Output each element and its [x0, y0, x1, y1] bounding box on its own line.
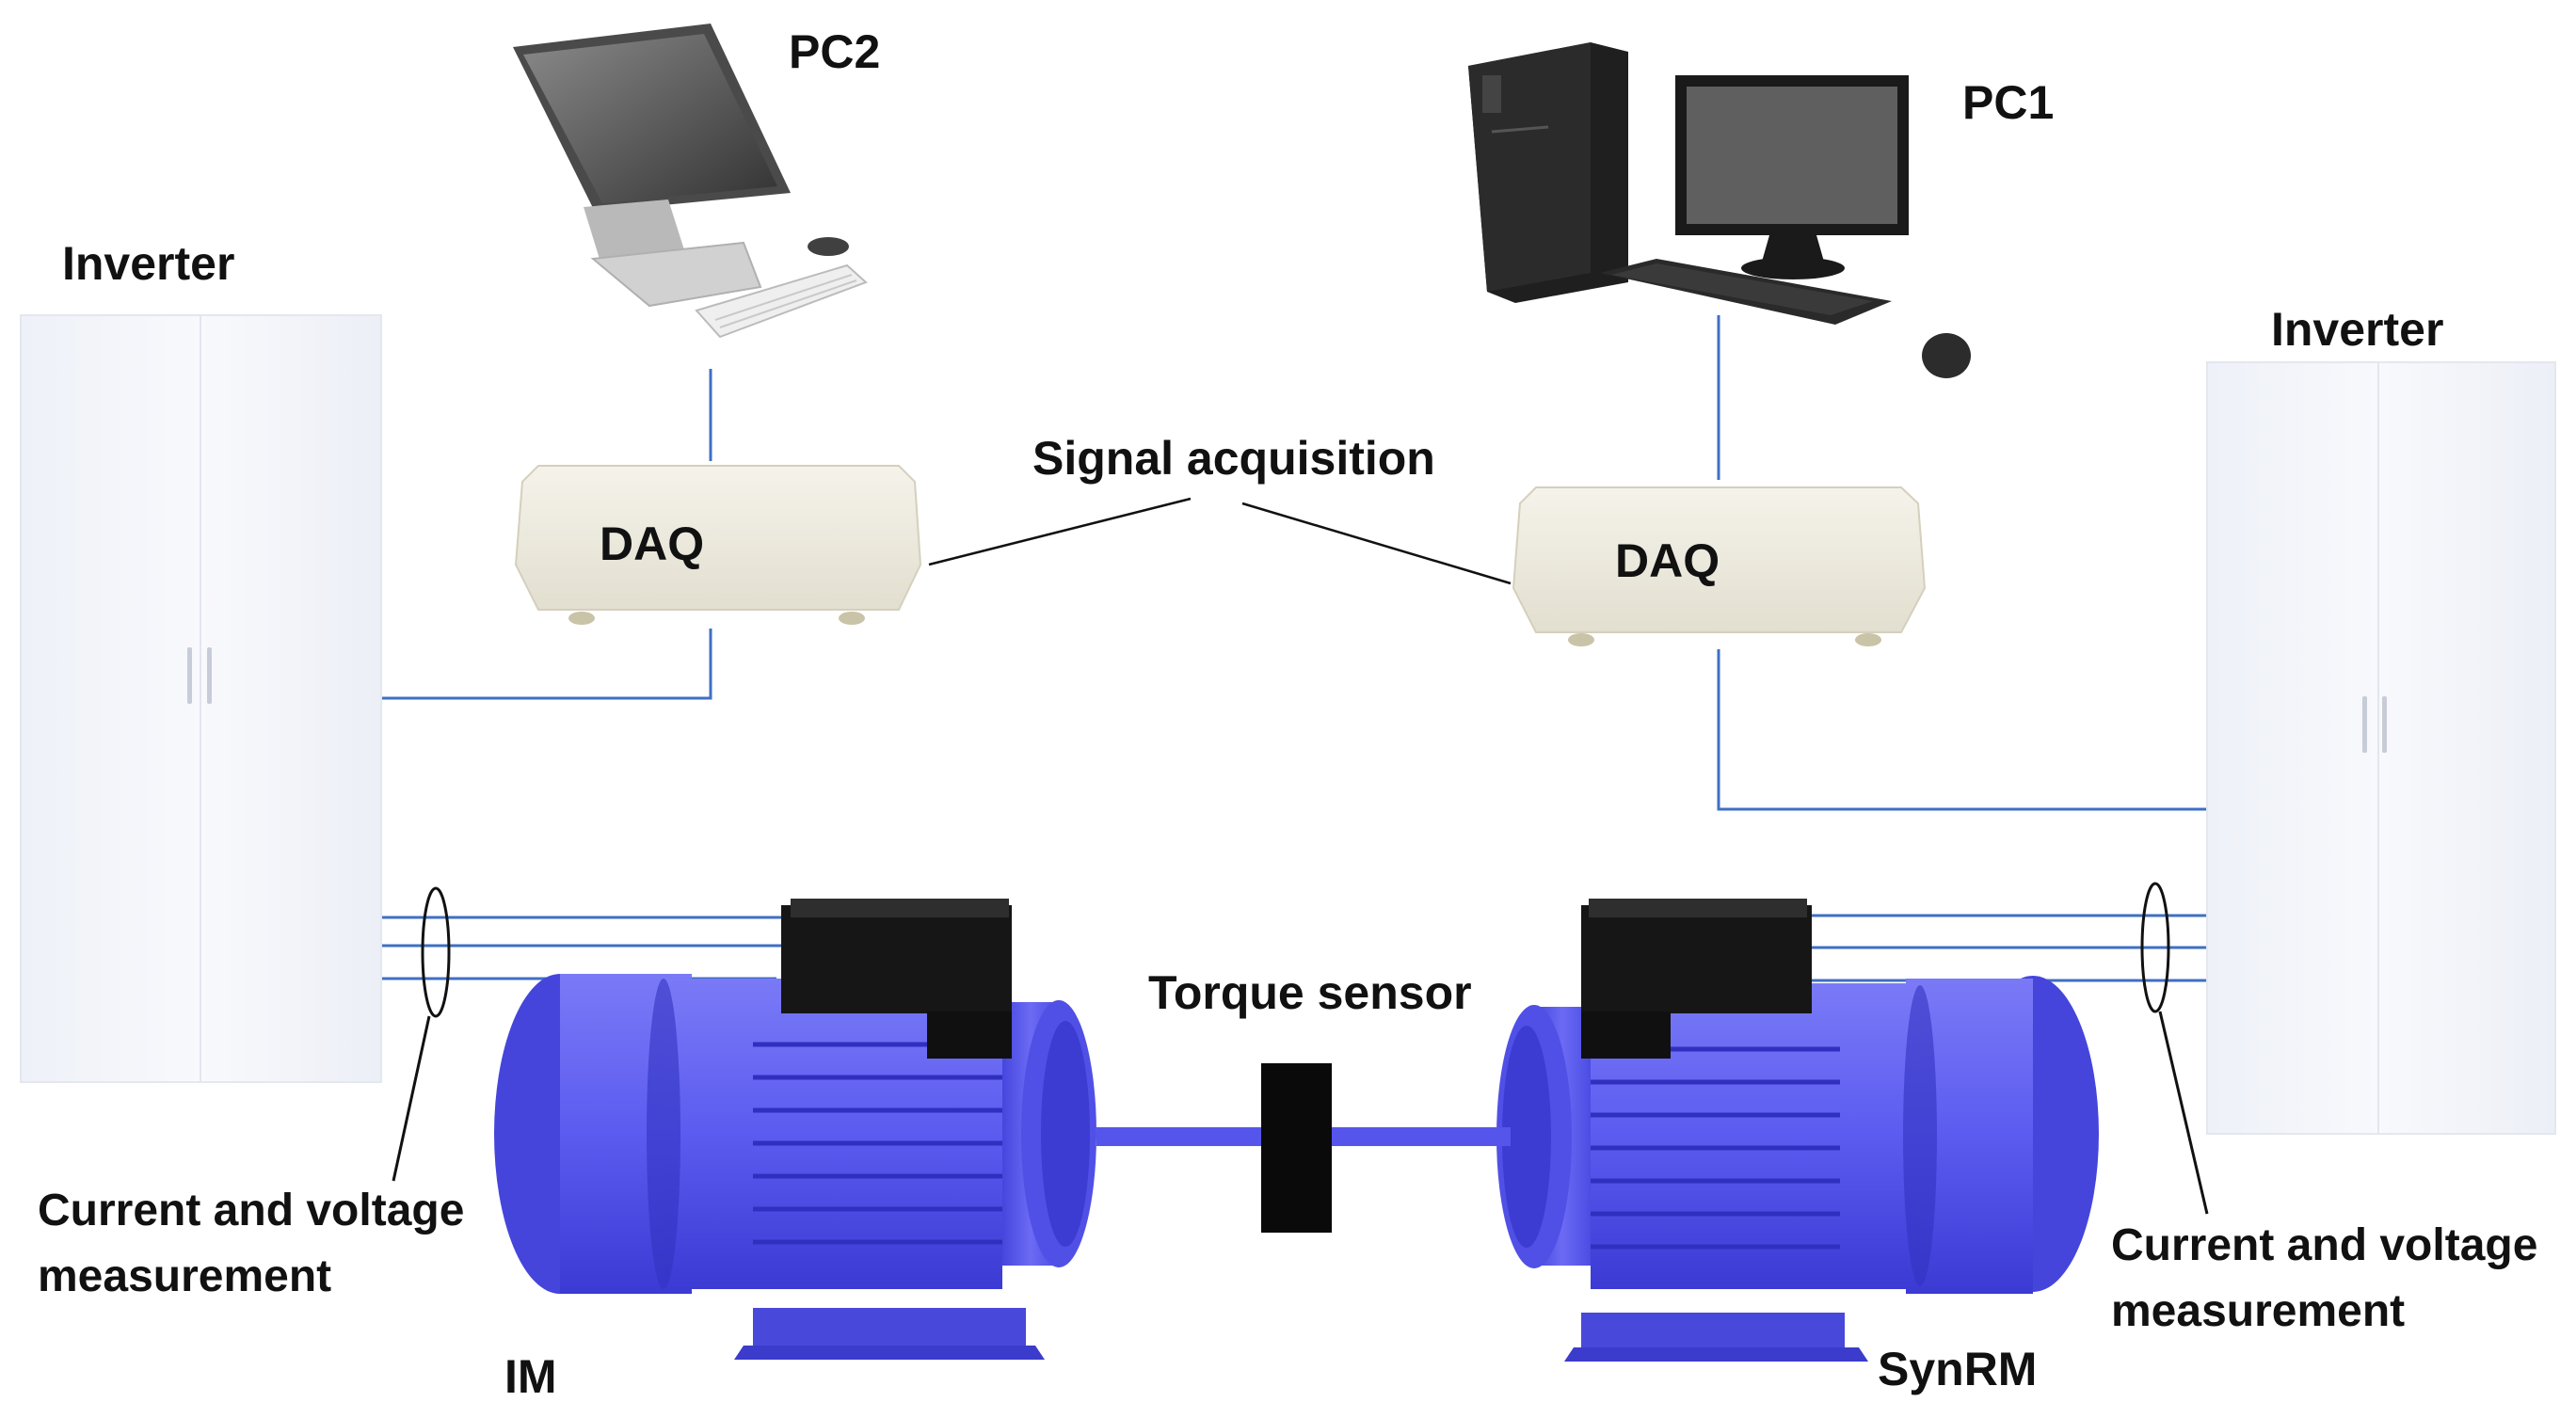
signal-acquisition-leaders: [928, 497, 1512, 585]
current-clamp-right: [2140, 882, 2209, 1215]
mouse-icon: [1922, 333, 1971, 378]
all-in-one-pc-icon: [513, 24, 868, 339]
measurement-left-line1: Current and voltage: [38, 1186, 465, 1235]
daq-left-label: DAQ: [600, 518, 705, 570]
induction-motor: [494, 899, 1096, 1360]
pc2-label: PC2: [789, 25, 881, 78]
inverter-left-label: Inverter: [62, 237, 235, 290]
synrm-motor: [1496, 899, 2099, 1362]
daq-right-label: DAQ: [1615, 534, 1720, 587]
torque-sensor-label: Torque sensor: [1148, 966, 1472, 1019]
inverter-cabinet-right: [2206, 361, 2556, 1135]
terminal-box-right: [1581, 899, 1812, 1059]
pc1-label: PC1: [1962, 76, 2055, 129]
inverter-right-label: Inverter: [2271, 303, 2444, 356]
measurement-right-line1: Current and voltage: [2111, 1220, 2538, 1270]
measurement-right-line2: measurement: [2111, 1286, 2406, 1336]
daq-box-right: [1512, 486, 1927, 646]
im-motor-label: IM: [504, 1350, 557, 1403]
terminal-box-left: [781, 899, 1012, 1059]
power-lines-left: [381, 916, 791, 980]
synrm-motor-label: SynRM: [1878, 1343, 2038, 1395]
keyboard-icon: [1600, 259, 1892, 325]
desktop-tower-pc-icon: [1468, 42, 1971, 378]
daq-box-left: [514, 465, 922, 625]
signal-acquisition-label: Signal acquisition: [1032, 432, 1435, 485]
measurement-right-label: Current and voltage measurement: [2111, 1223, 2537, 1334]
mouse-icon: [808, 237, 849, 256]
inverter-cabinet-left: [20, 314, 382, 1083]
current-clamp-left: [392, 886, 451, 1182]
power-lines-right: [1807, 914, 2207, 982]
torque-sensor: [1261, 1063, 1332, 1233]
keyboard-icon: [695, 263, 868, 339]
signal-wires: [381, 315, 2218, 811]
measurement-left-line2: measurement: [38, 1251, 332, 1301]
measurement-left-label: Current and voltage measurement: [38, 1188, 464, 1299]
